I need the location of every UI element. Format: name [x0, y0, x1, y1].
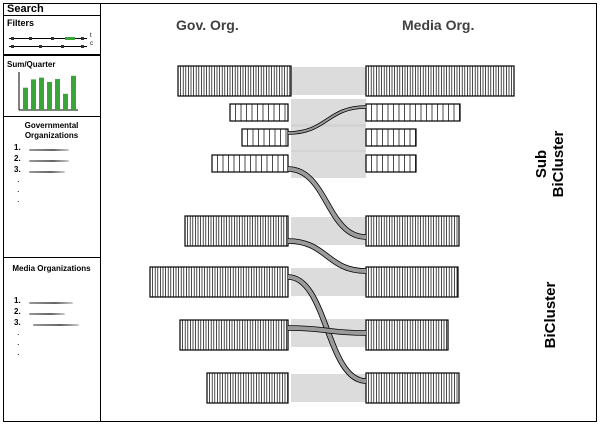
- gov-org-item-3-text[interactable]: [29, 171, 65, 173]
- gov-sub-bar[interactable]: [241, 128, 289, 147]
- media-org-header: Media Org.: [402, 17, 475, 33]
- media-org-title: Media Organizations: [12, 264, 91, 273]
- media-cluster-bar[interactable]: [365, 319, 449, 351]
- bicluster-view: Gov. Org. Media Org. Sub BiCluster BiClu…: [101, 3, 597, 422]
- link-band[interactable]: [291, 124, 366, 152]
- media-cluster-bar[interactable]: [365, 215, 460, 247]
- gov-org-item-3[interactable]: 3.: [14, 165, 21, 174]
- slider-handle[interactable]: [51, 37, 54, 40]
- link-edge[interactable]: [287, 239, 367, 273]
- media-sub-bar-frame[interactable]: [365, 103, 461, 122]
- slider-end-label: t: [90, 33, 92, 39]
- gov-sub-bar-frame[interactable]: [241, 128, 289, 147]
- gov-org-item-1-text[interactable]: [29, 149, 69, 151]
- sum-quarter-bar[interactable]: [71, 75, 76, 110]
- gov-org-item-1[interactable]: 1.: [14, 143, 21, 152]
- slider-handle[interactable]: [39, 45, 42, 48]
- more-dot: .: [17, 327, 20, 337]
- sum-quarter-bar[interactable]: [55, 79, 60, 110]
- gov-cluster-bar[interactable]: [177, 65, 292, 97]
- gov-cluster-bar-frame[interactable]: [206, 372, 289, 404]
- media-org-item-3[interactable]: 3.: [14, 318, 21, 327]
- link-edge[interactable]: [287, 326, 367, 335]
- slider-end-label: c: [90, 41, 93, 47]
- sub-label-line2: BiCluster: [550, 130, 567, 198]
- gov-cluster-bar[interactable]: [184, 215, 289, 247]
- media-org-item-2-text[interactable]: [29, 313, 65, 315]
- more-dot: .: [17, 347, 20, 357]
- more-dot: .: [17, 184, 20, 194]
- sum-quarter-panel: Sum/Quarter: [3, 56, 100, 117]
- media-cluster-bar[interactable]: [365, 372, 460, 404]
- search-panel[interactable]: Search: [3, 3, 100, 16]
- link-band[interactable]: [291, 67, 366, 95]
- more-dot: .: [17, 174, 20, 184]
- filter-slider-1[interactable]: [9, 37, 87, 40]
- slider-handle[interactable]: [11, 45, 14, 48]
- link-edge[interactable]: [287, 106, 367, 134]
- sub-label-line1: Sub: [533, 149, 550, 179]
- media-cluster-bar-frame[interactable]: [365, 65, 515, 97]
- filters-panel: Filters t c: [3, 16, 100, 56]
- media-sub-bar[interactable]: [365, 154, 417, 173]
- sidebar: Search Filters t c Sum/Quarter Governmen…: [3, 3, 101, 422]
- media-org-item-2[interactable]: 2.: [14, 307, 21, 316]
- more-dot: .: [17, 194, 20, 204]
- sum-quarter-label: Sum/Quarter: [7, 60, 56, 69]
- gov-org-panel: Governmental Organizations 1. 2. 3. . . …: [3, 117, 100, 258]
- gov-sub-bar-frame[interactable]: [229, 103, 289, 122]
- slider-handle[interactable]: [11, 37, 14, 40]
- search-label[interactable]: Search: [7, 3, 44, 15]
- gov-org-item-2-text[interactable]: [29, 160, 69, 162]
- gov-org-header: Gov. Org.: [176, 17, 239, 33]
- gov-cluster-bar[interactable]: [179, 319, 289, 351]
- more-dot: .: [17, 337, 20, 347]
- sub-bicluster-label: Sub BiCluster: [533, 114, 569, 214]
- media-cluster-bar[interactable]: [365, 65, 515, 97]
- gov-cluster-bar[interactable]: [149, 266, 289, 298]
- slider-handle[interactable]: [81, 37, 84, 40]
- slider-handle[interactable]: [61, 45, 64, 48]
- gov-org-item-2[interactable]: 2.: [14, 154, 21, 163]
- bicluster-label: BiCluster: [542, 281, 559, 349]
- link-band[interactable]: [291, 99, 366, 127]
- gov-cluster-bar-frame[interactable]: [179, 319, 289, 351]
- slider-highlight[interactable]: [65, 37, 75, 40]
- media-org-panel: Media Organizations 1. 2. 3. . . .: [3, 258, 100, 422]
- media-sub-bar-frame[interactable]: [365, 154, 417, 173]
- slider-handle[interactable]: [29, 37, 32, 40]
- media-sub-bar[interactable]: [365, 128, 417, 147]
- gov-sub-bar[interactable]: [229, 103, 289, 122]
- media-cluster-bar-frame[interactable]: [365, 319, 449, 351]
- link-edge[interactable]: [287, 167, 367, 239]
- sum-quarter-bar[interactable]: [39, 77, 44, 110]
- media-sub-bar[interactable]: [365, 103, 461, 122]
- media-org-item-1[interactable]: 1.: [14, 296, 21, 305]
- window-frame: [3, 3, 597, 422]
- media-org-item-3-text[interactable]: [33, 324, 79, 326]
- gov-sub-bar-frame[interactable]: [211, 154, 289, 173]
- gov-org-title: Governmental Organizations: [24, 121, 79, 140]
- bicluster-canvas[interactable]: [101, 3, 597, 422]
- filters-label: Filters: [7, 18, 35, 28]
- media-org-item-1-text[interactable]: [29, 302, 73, 304]
- slider-handle[interactable]: [81, 45, 84, 48]
- sum-quarter-bar[interactable]: [23, 87, 28, 110]
- sum-quarter-bar[interactable]: [31, 79, 36, 110]
- media-cluster-bar[interactable]: [365, 266, 459, 298]
- gov-sub-bar[interactable]: [211, 154, 289, 173]
- sum-quarter-chart[interactable]: [18, 72, 80, 112]
- gov-cluster-bar[interactable]: [206, 372, 289, 404]
- filter-slider-2[interactable]: [9, 45, 87, 48]
- media-sub-bar-frame[interactable]: [365, 128, 417, 147]
- sum-quarter-bar[interactable]: [47, 81, 52, 110]
- sum-quarter-bar[interactable]: [63, 93, 68, 110]
- gov-cluster-bar-frame[interactable]: [177, 65, 292, 97]
